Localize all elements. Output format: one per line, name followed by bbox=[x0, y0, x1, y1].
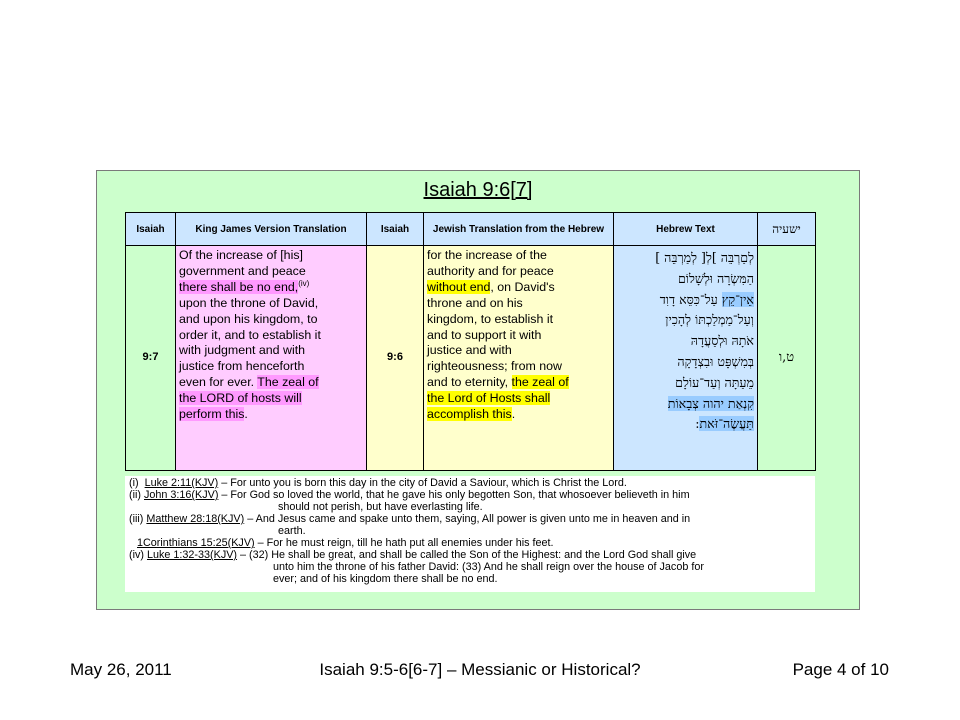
jps-line: and to eternity, bbox=[427, 375, 512, 390]
footnote-label: (iv) bbox=[129, 549, 144, 561]
kjv-highlight: perform this bbox=[179, 407, 245, 422]
jps-verse-ref: 9:6 bbox=[366, 245, 424, 471]
footer-title: Isaiah 9:5-6[6-7] – Messianic or Histori… bbox=[319, 660, 641, 679]
footnote-label: (ii) bbox=[129, 489, 141, 501]
kjv-line: and upon his kingdom, to bbox=[179, 311, 318, 326]
kjv-verse-ref: 9:7 bbox=[125, 245, 176, 471]
jps-line: for the increase of the bbox=[427, 248, 547, 262]
kjv-period: . bbox=[244, 407, 248, 422]
header-isaiah-kjv: Isaiah bbox=[125, 212, 176, 246]
slide-panel: Isaiah 9:6[7] Isaiah King James Version … bbox=[96, 170, 860, 610]
kjv-line: justice from henceforth bbox=[179, 359, 305, 374]
footnote-ii: (ii) John 3:16(KJV) – For God so loved t… bbox=[129, 489, 690, 501]
footnote-text: – For he must reign, till he hath put al… bbox=[254, 537, 554, 549]
footnote-text: – For unto you is born this day in the c… bbox=[218, 477, 627, 489]
header-kjv: King James Version Translation bbox=[175, 212, 367, 246]
jps-highlight: the zeal of bbox=[511, 375, 569, 390]
hebrew-highlight: קִנְאַת יהוה צְבָאוֹת bbox=[667, 395, 754, 411]
jps-text: for the increase of the authority and fo… bbox=[423, 245, 614, 471]
kjv-highlight: there shall be no end, bbox=[179, 279, 299, 294]
jps-line: , on David's bbox=[490, 279, 555, 294]
footnote-iv-cont: unto him the throne of his father David:… bbox=[273, 561, 704, 573]
scripture-link[interactable]: Matthew 28:18(KJV) bbox=[146, 513, 245, 525]
header-hebrew-book: ישעיה bbox=[757, 212, 816, 246]
kjv-line: government and peace bbox=[179, 263, 306, 278]
jps-line: and to support it with bbox=[427, 327, 542, 342]
jps-highlight: accomplish this bbox=[427, 407, 512, 422]
footnote-ii-cont: should not perish, but have everlasting … bbox=[278, 501, 483, 513]
jps-highlight: the Lord of Hosts shall bbox=[427, 391, 551, 406]
kjv-text: Of the increase of [his] government and … bbox=[175, 245, 367, 471]
jps-line: righteousness; from now bbox=[427, 359, 562, 374]
footnote-iii-b: 1Corinthians 15:25(KJV) – For he must re… bbox=[137, 537, 554, 549]
footnote-label: (i) bbox=[129, 477, 139, 489]
table-header-row: Isaiah King James Version Translation Is… bbox=[125, 212, 816, 246]
footnote-text: – And Jesus came and spake unto them, sa… bbox=[244, 513, 691, 525]
kjv-line: order it, and to establish it bbox=[179, 327, 321, 342]
scripture-link[interactable]: Luke 2:11(KJV) bbox=[144, 477, 219, 489]
footer-date: May 26, 2011 bbox=[70, 660, 172, 679]
hebrew-verse-ref: ט,ו bbox=[757, 245, 816, 471]
hebrew-colon: : bbox=[695, 416, 700, 432]
hebrew-line: בְּמִשְׁפָּט וּבִצְדָקָה bbox=[677, 353, 754, 369]
header-hebrew: Hebrew Text bbox=[613, 212, 758, 246]
scripture-link[interactable]: John 3:16(KJV) bbox=[144, 489, 219, 501]
hebrew-highlight: תַּעֲשֶׂה־זֹּאת bbox=[699, 416, 754, 432]
hebrew-line: הַמִּשְׂרָה וּלְשָׁלוֹם bbox=[677, 270, 754, 286]
jps-line: throne and on his bbox=[427, 295, 523, 310]
hebrew-line: וְעַל־מַמְלַכְתּוֹ לְהָכִין bbox=[665, 312, 754, 328]
slide-title: Isaiah 9:6[7] bbox=[423, 179, 533, 201]
kjv-highlight: The zeal of bbox=[257, 375, 319, 390]
footnotes: (i) Luke 2:11(KJV) – For unto you is bor… bbox=[125, 476, 815, 592]
kjv-line: even for ever. bbox=[179, 375, 258, 390]
hebrew-text: לְםַרְבֵּה ]לְ[ לְמַרְבֵּה ] הַמִּשְׂרָה… bbox=[613, 245, 758, 471]
comparison-table: Isaiah King James Version Translation Is… bbox=[125, 212, 816, 471]
footnote-text: – (32) He shall be great, and shall be c… bbox=[237, 549, 697, 561]
footnote-iii: (iii) Matthew 28:18(KJV) – And Jesus cam… bbox=[129, 513, 691, 525]
footnote-iii-cont: earth. bbox=[278, 525, 306, 537]
footnote-iv-cont2: ever; and of his kingdom there shall be … bbox=[273, 573, 498, 585]
hebrew-line: אֹתָהּ וּלְסַעֲדָהּ bbox=[690, 333, 754, 349]
header-jps: Jewish Translation from the Hebrew bbox=[423, 212, 614, 246]
kjv-line: upon the throne of David, bbox=[179, 295, 319, 310]
kjv-line: Of the increase of [his] bbox=[179, 248, 303, 262]
footer-page-number: Page 4 of 10 bbox=[792, 660, 889, 679]
jps-line: authority and for peace bbox=[427, 263, 554, 278]
footnote-text: – For God so loved the world, that he ga… bbox=[218, 489, 690, 501]
hebrew-line: מֵעַתָּה וְעַד־עוֹלָם bbox=[675, 374, 754, 390]
table-row: 9:7 Of the increase of [his] government … bbox=[125, 245, 816, 471]
footnote-i: (i) Luke 2:11(KJV) – For unto you is bor… bbox=[129, 477, 627, 489]
jps-highlight: without end bbox=[427, 279, 491, 294]
footnote-marker: (iv) bbox=[298, 278, 310, 288]
scripture-link[interactable]: Luke 1:32-33(KJV) bbox=[147, 549, 238, 561]
jps-line: justice and with bbox=[427, 343, 512, 358]
header-isaiah-jps: Isaiah bbox=[366, 212, 424, 246]
footnote-iv: (iv) Luke 1:32-33(KJV) – (32) He shall b… bbox=[129, 549, 697, 561]
scripture-link[interactable]: 1Corinthians 15:25(KJV) bbox=[137, 537, 255, 549]
footnote-label: (iii) bbox=[129, 513, 144, 525]
hebrew-highlight: אֵין־קֵץ bbox=[721, 291, 754, 307]
hebrew-line: לְםַרְבֵּה ]לְ[ לְמַרְבֵּה ] bbox=[655, 250, 754, 265]
jps-line: kingdom, to establish it bbox=[427, 311, 554, 326]
jps-period: . bbox=[511, 407, 516, 422]
kjv-line: with judgment and with bbox=[179, 343, 306, 358]
kjv-highlight: the LORD of hosts will bbox=[179, 391, 302, 406]
hebrew-line: עַל־כִּסֵּא דָוִד bbox=[659, 291, 722, 307]
